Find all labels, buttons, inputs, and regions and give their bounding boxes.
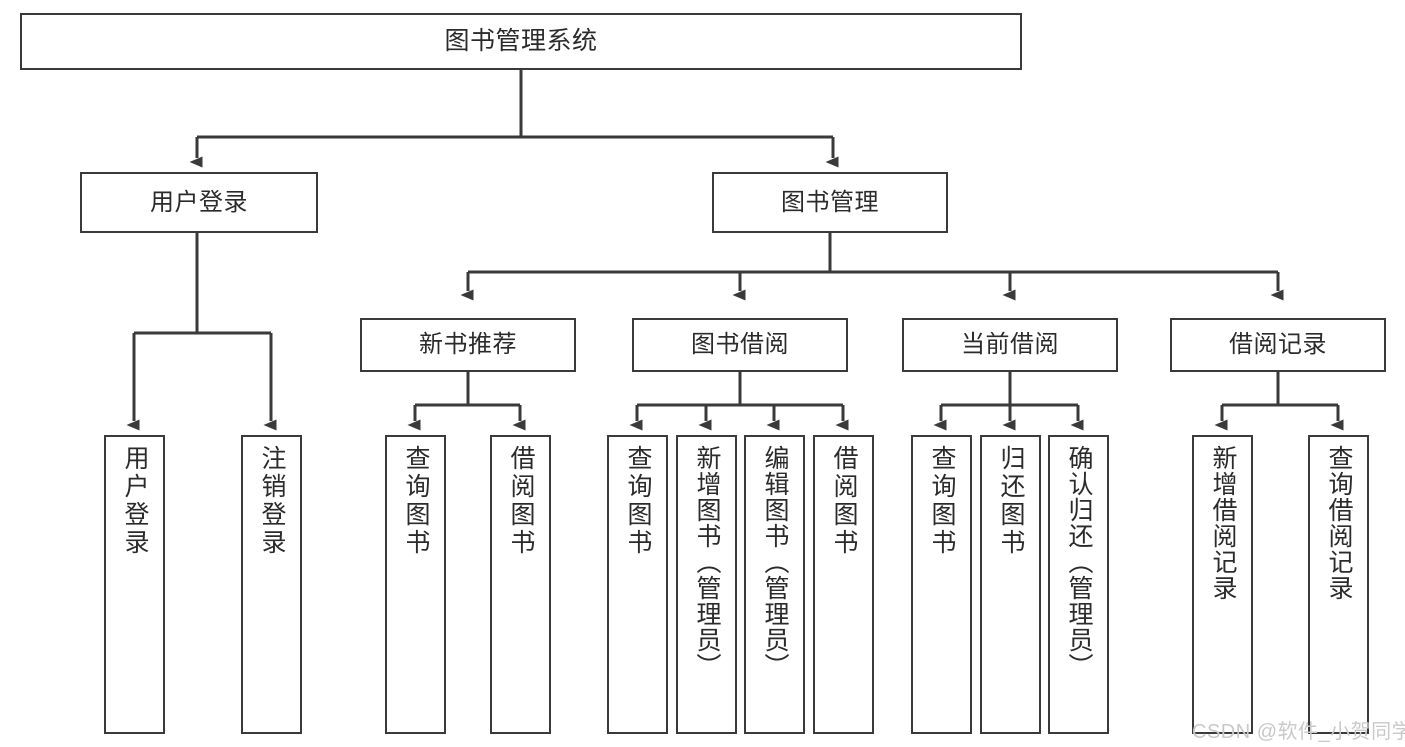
node-book-borrow-label: 图书借阅 (691, 331, 789, 359)
leaf-query-book-current[interactable]: 查询图书 (911, 435, 972, 734)
leaf-borrow-book-recommend[interactable]: 借阅图书 (490, 435, 551, 734)
node-new-book-recommend[interactable]: 新书推荐 (360, 318, 576, 372)
leaf-logout-label: 注销登录 (258, 445, 286, 557)
leaf-add-book-label: 新增图书（管理员） (693, 445, 721, 679)
leaf-user-login-label: 用户登录 (121, 445, 149, 557)
leaf-return-book-label: 归还图书 (997, 445, 1025, 557)
node-root-book-management-system[interactable]: 图书管理系统 (20, 13, 1022, 70)
leaf-add-book[interactable]: 新增图书（管理员） (676, 435, 737, 734)
node-book-manage-label: 图书管理 (781, 188, 879, 216)
leaf-confirm-return[interactable]: 确认归还（管理员） (1048, 435, 1109, 734)
leaf-edit-book[interactable]: 编辑图书（管理员） (744, 435, 805, 734)
node-borrow-record[interactable]: 借阅记录 (1170, 318, 1386, 372)
leaf-query-borrow-record-label: 查询借阅记录 (1325, 445, 1353, 601)
leaf-borrow-book[interactable]: 借阅图书 (813, 435, 874, 734)
node-current-borrow-label: 当前借阅 (961, 331, 1059, 359)
leaf-logout[interactable]: 注销登录 (241, 435, 302, 734)
leaf-user-login[interactable]: 用户登录 (104, 435, 165, 734)
node-user-login[interactable]: 用户登录 (80, 172, 318, 233)
leaf-borrow-book-label: 借阅图书 (830, 445, 858, 557)
node-book-manage[interactable]: 图书管理 (712, 172, 948, 233)
leaf-query-book-borrow[interactable]: 查询图书 (607, 435, 668, 734)
leaf-add-borrow-record-label: 新增借阅记录 (1209, 445, 1237, 601)
leaf-query-borrow-record[interactable]: 查询借阅记录 (1308, 435, 1369, 734)
leaf-query-book-current-label: 查询图书 (928, 445, 956, 557)
node-user-login-label: 用户登录 (150, 188, 248, 216)
node-borrow-record-label: 借阅记录 (1229, 331, 1327, 359)
leaf-borrow-book-recommend-label: 借阅图书 (507, 445, 535, 557)
node-book-borrow[interactable]: 图书借阅 (632, 318, 848, 372)
leaf-query-book-borrow-label: 查询图书 (624, 445, 652, 557)
leaf-return-book[interactable]: 归还图书 (980, 435, 1041, 734)
leaf-edit-book-label: 编辑图书（管理员） (761, 445, 789, 679)
node-current-borrow[interactable]: 当前借阅 (902, 318, 1118, 372)
node-root-label: 图书管理系统 (444, 27, 598, 56)
leaf-confirm-return-label: 确认归还（管理员） (1065, 445, 1093, 679)
leaf-query-book-recommend-label: 查询图书 (402, 445, 430, 557)
node-new-book-recommend-label: 新书推荐 (419, 331, 517, 359)
leaf-query-book-recommend[interactable]: 查询图书 (385, 435, 446, 734)
leaf-add-borrow-record[interactable]: 新增借阅记录 (1192, 435, 1253, 734)
